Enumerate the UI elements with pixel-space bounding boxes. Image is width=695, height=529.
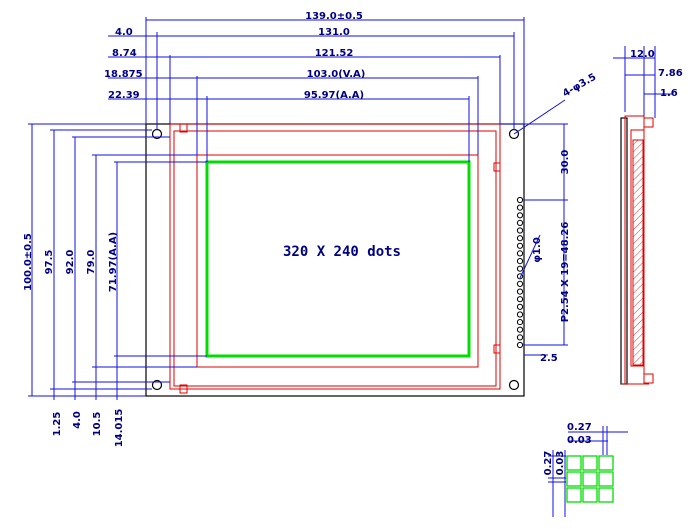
dim-dot-pitch-x: 0.27 — [567, 422, 592, 433]
connector-pin — [516, 212, 524, 219]
connector-pin — [516, 326, 524, 333]
dim-va-height: 79.0 — [86, 250, 97, 275]
connector-pins — [516, 196, 524, 349]
lcd-dot — [598, 487, 614, 503]
connector-pin — [516, 219, 524, 226]
bezel-tab — [179, 384, 188, 394]
dim-pin-diameter: φ1.0 — [532, 237, 543, 263]
lcd-dot — [566, 455, 582, 471]
dim-offset-y-1: 1.25 — [52, 412, 63, 437]
dim-dot-gap-x: 0.03 — [567, 435, 592, 446]
bezel-tab — [493, 344, 501, 354]
front-view: 320 X 240 dots — [145, 123, 525, 397]
mounting-hole — [151, 379, 163, 391]
dim-side-thickness: 12.0 — [630, 49, 655, 60]
dim-pin-pitch: P2.54 X 19=48.26 — [560, 222, 571, 323]
dim-total-height: 100.0±0.5 — [23, 233, 34, 291]
dim-dot-gap-y: 0.03 — [555, 451, 566, 476]
dim-dot-pitch-y: 0.27 — [543, 451, 554, 476]
connector-pin — [516, 242, 524, 249]
connector-pin — [516, 250, 524, 257]
connector-pin — [516, 296, 524, 303]
connector-pin — [516, 258, 524, 265]
dim-bezel-height: 92.0 — [65, 250, 76, 275]
dim-side-2: 1.6 — [660, 88, 678, 99]
dim-va-offset-x: 18.875 — [104, 69, 143, 80]
dim-pin-bottom-offset: 2.5 — [540, 353, 558, 364]
connector-pin — [516, 227, 524, 234]
dim-aa-width: 95.97(A.A) — [304, 90, 364, 101]
side-pcb — [620, 117, 628, 385]
side-view: 12.0 7.86 1.6 — [613, 46, 683, 385]
dim-bezel-offset-x: 8.74 — [112, 48, 137, 59]
connector-pin — [516, 319, 524, 326]
lcd-dot — [582, 471, 598, 487]
dim-aa-height: 71.97(A.A) — [108, 232, 119, 292]
connector-pin — [516, 341, 524, 349]
connector-pin — [516, 196, 524, 204]
horizontal-dimensions: 139.0±0.5 4.0 131.0 8.74 121.52 18.875 1… — [104, 11, 525, 162]
bezel-inner — [173, 130, 497, 387]
dim-hole-spec: 4-φ3.5 — [561, 72, 598, 100]
side-tab — [643, 117, 654, 128]
connector-pin — [516, 303, 524, 310]
connector-pin — [516, 235, 524, 242]
dim-pin-top-offset: 30.0 — [560, 150, 571, 175]
connector-pin — [516, 265, 524, 272]
connector-pin — [516, 273, 524, 280]
lcd-dot — [566, 471, 582, 487]
dot-grid — [566, 455, 614, 503]
lcd-dot — [582, 487, 598, 503]
dim-side-1: 7.86 — [658, 68, 683, 79]
dim-aa-offset-x: 22.39 — [108, 90, 140, 101]
display-resolution-label: 320 X 240 dots — [283, 244, 401, 260]
side-panel — [630, 129, 645, 367]
active-area — [205, 160, 471, 358]
lcd-dot — [598, 471, 614, 487]
vertical-dimensions: 100.0±0.5 97.5 92.0 79.0 71.97(A.A) 1.25… — [23, 123, 207, 448]
lcd-dot — [566, 487, 582, 503]
dot-detail: 0.27 0.03 0.27 0.03 — [543, 422, 628, 517]
side-glass — [632, 139, 644, 366]
dim-offset-y-3: 10.5 — [92, 412, 103, 437]
bezel-tab — [493, 162, 501, 172]
dim-offset-y-2: 4.0 — [72, 411, 83, 429]
dim-bezel-width: 121.52 — [315, 48, 354, 59]
connector-pin — [516, 311, 524, 318]
side-tab — [643, 373, 654, 384]
dim-total-width: 139.0±0.5 — [305, 11, 363, 22]
pin-dimensions: 30.0 P2.54 X 19=48.26 2.5 φ1.0 4-φ3.5 — [500, 72, 598, 364]
dim-offset-y-4: 14.015 — [114, 409, 125, 448]
bezel-outline — [169, 123, 501, 390]
lcd-dot — [598, 455, 614, 471]
mounting-hole — [508, 379, 520, 391]
dim-hole-span-x: 131.0 — [318, 27, 350, 38]
bezel-tab — [179, 123, 188, 133]
lcd-dot — [582, 455, 598, 471]
connector-pin — [516, 334, 524, 341]
connector-pin — [516, 204, 524, 211]
connector-pin — [516, 288, 524, 295]
dim-hole-offset-x: 4.0 — [115, 27, 133, 38]
dim-hole-span-y: 97.5 — [44, 250, 55, 275]
connector-pin — [516, 280, 524, 287]
dim-va-width: 103.0(V.A) — [307, 69, 366, 80]
viewing-area — [196, 154, 479, 368]
